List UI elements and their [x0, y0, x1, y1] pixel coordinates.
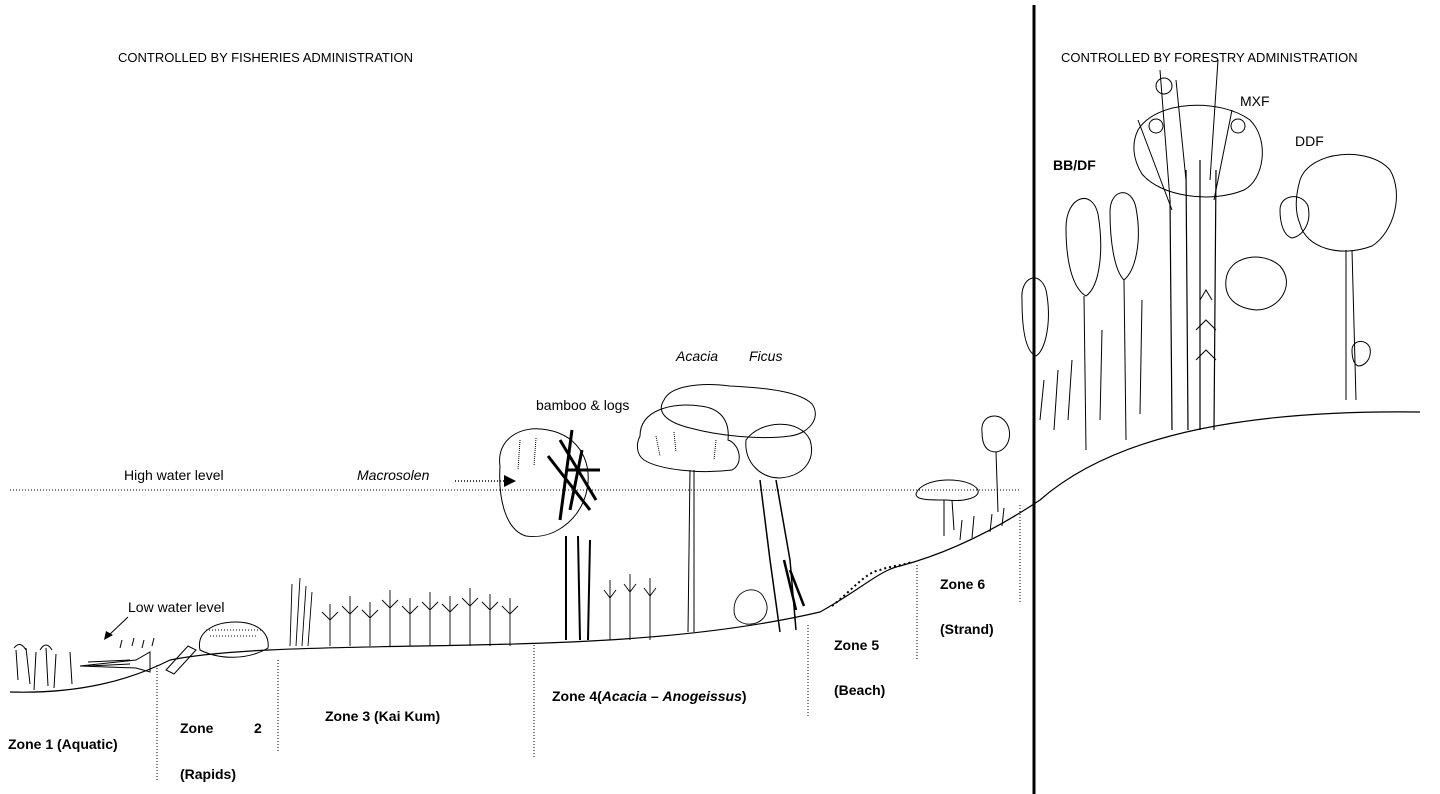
fisheries-header: CONTROLLED BY FISHERIES ADMINISTRATION [118, 50, 413, 65]
rapids-rock [166, 622, 268, 674]
low-water-label: Low water level [128, 599, 225, 615]
zone-4-anogeissus: Anogeissus [663, 688, 742, 704]
zone4-shrubs [604, 574, 767, 640]
bamboo-logs-label: bamboo & logs [536, 397, 629, 413]
beach-dotted-slope [832, 562, 912, 606]
ficus-label: Ficus [749, 348, 782, 364]
bamboo-logs-cluster [500, 429, 600, 640]
macrosolen-label: Macrosolen [357, 467, 429, 483]
zone-6-label-a: Zone 6 [940, 576, 985, 592]
ficus-tree [661, 385, 815, 632]
zone-4-acacia: Acacia [602, 688, 647, 704]
zone-2-label-c: (Rapids) [180, 766, 236, 782]
zone-5-label-a: Zone 5 [834, 637, 879, 653]
strand-vegetation [916, 416, 1010, 540]
zone-4-label: Zone 4(Acacia – Anogeissus) [552, 688, 747, 704]
ddf-label: DDF [1295, 133, 1324, 149]
forest-trees [1022, 60, 1397, 500]
low-water-arrow [108, 617, 128, 636]
high-water-label: High water level [124, 467, 224, 483]
ground-profile [10, 412, 1420, 692]
mxf-label: MXF [1240, 93, 1270, 109]
zone-5-label-b: (Beach) [834, 682, 885, 698]
bbdf-label: BB/DF [1053, 157, 1096, 173]
zone-2-label-b: 2 [254, 720, 262, 736]
zone-4-suffix: ) [742, 688, 747, 704]
kai-kum-plants [290, 578, 518, 646]
zone-3-label: Zone 3 (Kai Kum) [325, 708, 440, 724]
zone-2-label-a: Zone [180, 720, 213, 736]
zone-4-dash: – [647, 688, 663, 704]
aquatic-plants [14, 638, 154, 690]
zone-6-label-b: (Strand) [940, 621, 994, 637]
acacia-label: Acacia [676, 348, 718, 364]
zone-4-prefix: Zone 4( [552, 688, 602, 704]
zone-1-label: Zone 1 (Aquatic) [8, 736, 118, 752]
acacia-tree [637, 405, 739, 632]
forestry-header: CONTROLLED BY FORESTRY ADMINISTRATION [1061, 50, 1358, 65]
